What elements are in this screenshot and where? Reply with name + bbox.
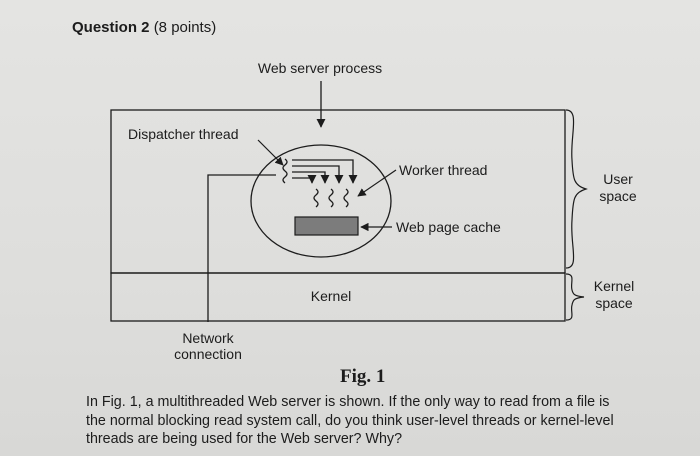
user-space-brace [565,109,588,269]
dispatch-path-3 [292,171,330,184]
dispatcher-thread-squiggle [282,158,288,184]
dispatch-path-2 [292,165,344,184]
kernel-label: Kernel [311,288,351,304]
kernel-space-label-line-2: space [595,295,633,311]
question-title: Question 2 (8 points) [72,19,216,36]
user-space-label-line-2: space [599,188,637,204]
web-page-cache-label: Web page cache [396,219,501,235]
worker-thread-squiggle-1 [313,188,319,208]
question-text-line-3: threads are being used for the Web serve… [86,431,403,447]
kernel-space-brace [565,273,585,321]
question-text-line-1: In Fig. 1, a multithreaded Web server is… [86,394,610,410]
kernel-space-box [110,272,566,322]
question-points: (8 points) [153,19,217,36]
web-page-cache-box [294,216,359,236]
question-number: Question 2 [72,19,150,36]
question-text-line-2: the normal blocking read system call, do… [86,412,614,429]
worker-thread-squiggle-3 [343,188,349,208]
dispatcher-pointer-arrow [257,139,284,166]
figure-caption: Fig. 1 [340,366,386,387]
network-connection-label-line-1: Network [182,330,234,346]
web-server-process-label: Web server process [258,60,382,76]
worker-pointer-arrow [357,169,397,197]
network-connection-line [207,174,276,322]
worker-thread-squiggle-2 [328,188,334,208]
network-connection-label-line-2: connection [174,346,242,362]
dispatch-path-1 [292,159,358,184]
dispatcher-thread-label: Dispatcher thread [128,126,239,142]
process-circle [250,144,392,258]
user-space-label-line-1: User [603,171,633,187]
question-text: In Fig. 1, a multithreaded Web server is… [86,393,656,449]
kernel-space-label-line-1: Kernel [594,278,634,294]
dispatch-path-4 [292,174,317,184]
worker-thread-label: Worker thread [399,162,487,178]
